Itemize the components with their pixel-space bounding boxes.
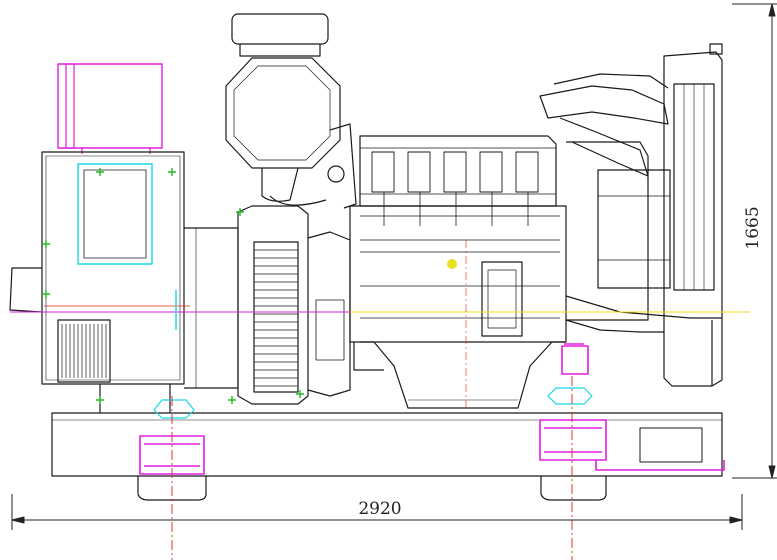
mounting-markers [42,168,304,404]
injector-lines [383,192,529,226]
alternator [9,63,239,413]
flywheel-grille [254,249,298,387]
dimension-lines [11,3,777,530]
reference-lines [10,240,750,560]
vibration-mounts [139,343,725,475]
base-frame [51,412,723,501]
radiator [565,43,723,387]
mount-isolators [153,387,593,419]
flywheel-housing [237,205,351,405]
air-filter [225,13,341,206]
overall-length-label: 2920 [358,499,401,519]
exhaust-piping [539,73,669,177]
speed-sensor-marker [447,259,457,269]
valve-cover-bolts [371,151,539,193]
overall-height-label: 1665 [743,206,763,249]
engine-block [327,123,567,409]
alternator-grille [61,324,107,378]
